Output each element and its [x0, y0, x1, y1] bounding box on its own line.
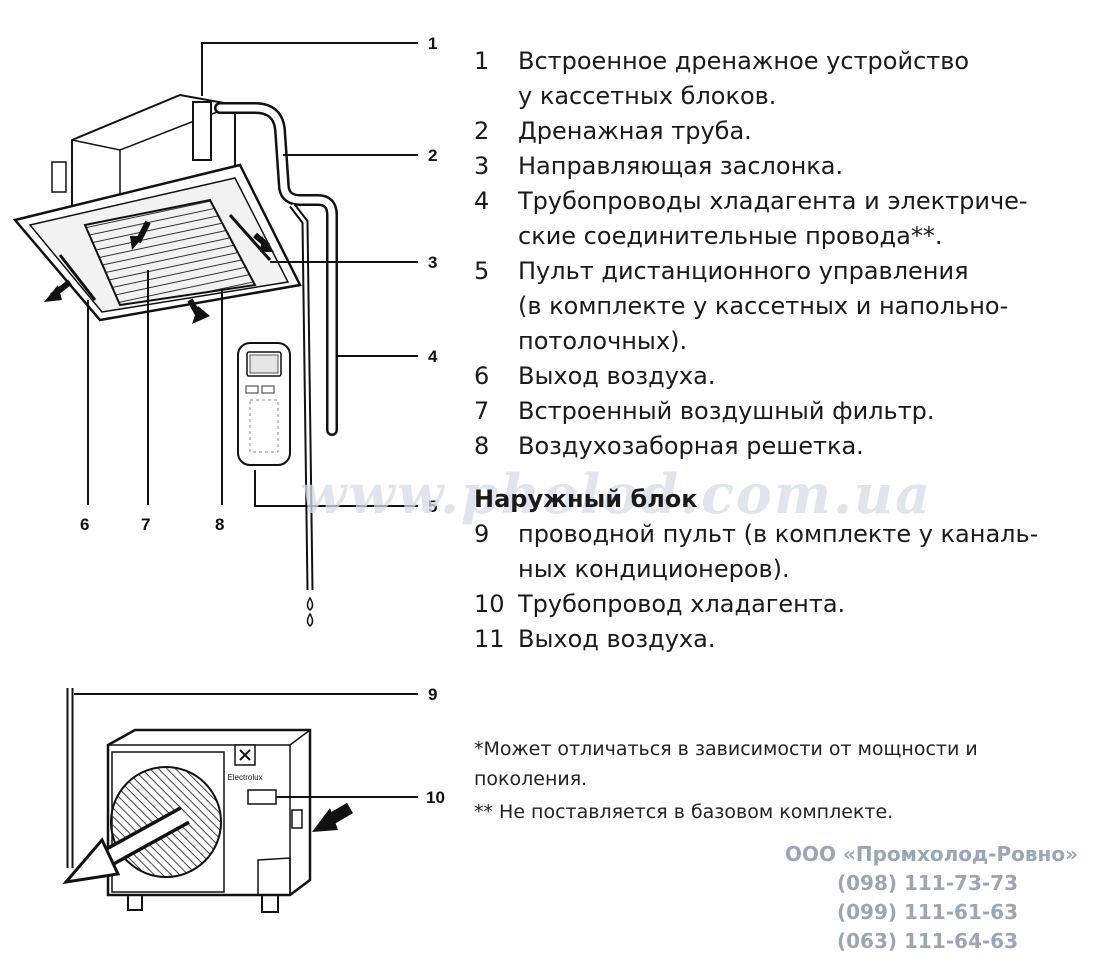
legend-item-1: 1 Встроенное дренажное устройство у кассе… [474, 44, 1094, 114]
legend-item-8: 8 Воздухозаборная решетка. [474, 429, 1094, 464]
footnotes: *Может отличаться в зависимости от мощно… [474, 734, 1094, 827]
legend-item-2: 2 Дренажная труба. [474, 114, 1094, 149]
legend-text: Пульт дистанционного управления [518, 257, 969, 285]
legend-num: 9 [474, 520, 490, 548]
legend-item-10: 10 Трубопровод хладагента. [474, 587, 1094, 622]
legend-item-7: 7 Встроенный воздушный фильтр. [474, 394, 1094, 429]
legend-text: Трубопроводы хладагента и электриче- [518, 187, 1028, 215]
legend-item-4: 4 Трубопроводы хладагента и электриче-ск… [474, 184, 1094, 254]
watermark: www.pholod.com.ua [300, 462, 933, 526]
phone-2: (099) 111-61-63 [836, 900, 1018, 924]
legend-num: 11 [474, 625, 505, 653]
legend-item-5: 5 Пульт дистанционного управления (в комп… [474, 254, 1094, 359]
callout-7: 7 [141, 515, 150, 534]
legend-text: Направляющая заслонка. [518, 152, 844, 180]
legend-num: 10 [474, 590, 505, 618]
legend-text: у кассетных блоков. [518, 82, 777, 110]
legend-text: Трубопровод хладагента. [518, 590, 846, 618]
legend-item-6: 6 Выход воздуха. [474, 359, 1094, 394]
legend-item-9: 9 проводной пульт (в комплекте у каналь-… [474, 517, 1094, 587]
company-name: ООО «Промхолод-Ровно» [784, 842, 1078, 866]
legend-text: Воздухозаборная решетка. [518, 432, 864, 460]
pipes [214, 102, 338, 591]
callout-6: 6 [80, 515, 89, 534]
cassette-unit [12, 93, 302, 324]
callout-4: 4 [428, 347, 438, 366]
phone-3: (063) 111-64-63 [836, 929, 1018, 953]
legend-num: 6 [474, 362, 490, 390]
brand-label: Electrolux [227, 773, 262, 782]
callout-8: 8 [215, 515, 224, 534]
footnote-1: *Может отличаться в зависимости от мощно… [474, 738, 978, 790]
water-drop-icon [306, 612, 314, 627]
leader-lines [74, 42, 418, 798]
callout-5: 5 [428, 497, 437, 516]
outdoor-unit: Electrolux [62, 728, 354, 913]
legend-text: Выход воздуха. [518, 625, 716, 653]
legend-num: 4 [474, 187, 490, 215]
legend-text: (в комплекте у кассетных и напольно- [518, 292, 1009, 320]
water-drop-icon [306, 596, 314, 611]
contact-block: ООО «Промхолод-Ровно» (098) 111-73-73 (0… [785, 840, 1078, 956]
remote-controller [237, 342, 291, 466]
legend-num: 1 [474, 47, 490, 75]
legend-num: 8 [474, 432, 490, 460]
legend-num: 7 [474, 397, 490, 425]
legend-item-11: 11 Выход воздуха. [474, 622, 1094, 657]
phone-1: (098) 111-73-73 [836, 871, 1018, 895]
legend-num: 5 [474, 257, 490, 285]
legend-item-3: 3 Направляющая заслонка. [474, 149, 1094, 184]
callout-9: 9 [428, 685, 437, 704]
legend-num: 2 [474, 117, 490, 145]
callout-1: 1 [428, 34, 437, 53]
callout-10: 10 [426, 788, 445, 807]
legend-text: Встроенный воздушный фильтр. [518, 397, 935, 425]
footnote-2: ** Не поставляется в базовом комплекте. [474, 801, 894, 823]
legend-text: ские соединительные провода**. [518, 222, 943, 250]
legend: 1 Встроенное дренажное устройство у кассе… [474, 44, 1094, 657]
callout-2: 2 [428, 146, 437, 165]
legend-text: Выход воздуха. [518, 362, 716, 390]
callout-3: 3 [428, 253, 437, 272]
legend-text: Встроенное дренажное устройство [518, 47, 970, 75]
legend-num: 3 [474, 152, 490, 180]
legend-text: Дренажная труба. [518, 117, 752, 145]
legend-text: потолочных). [518, 327, 688, 355]
legend-text: ных кондиционеров). [518, 555, 790, 583]
legend-text: проводной пульт (в комплекте у каналь- [518, 520, 1039, 548]
outdoor-heading: Наружный блок [474, 485, 698, 513]
